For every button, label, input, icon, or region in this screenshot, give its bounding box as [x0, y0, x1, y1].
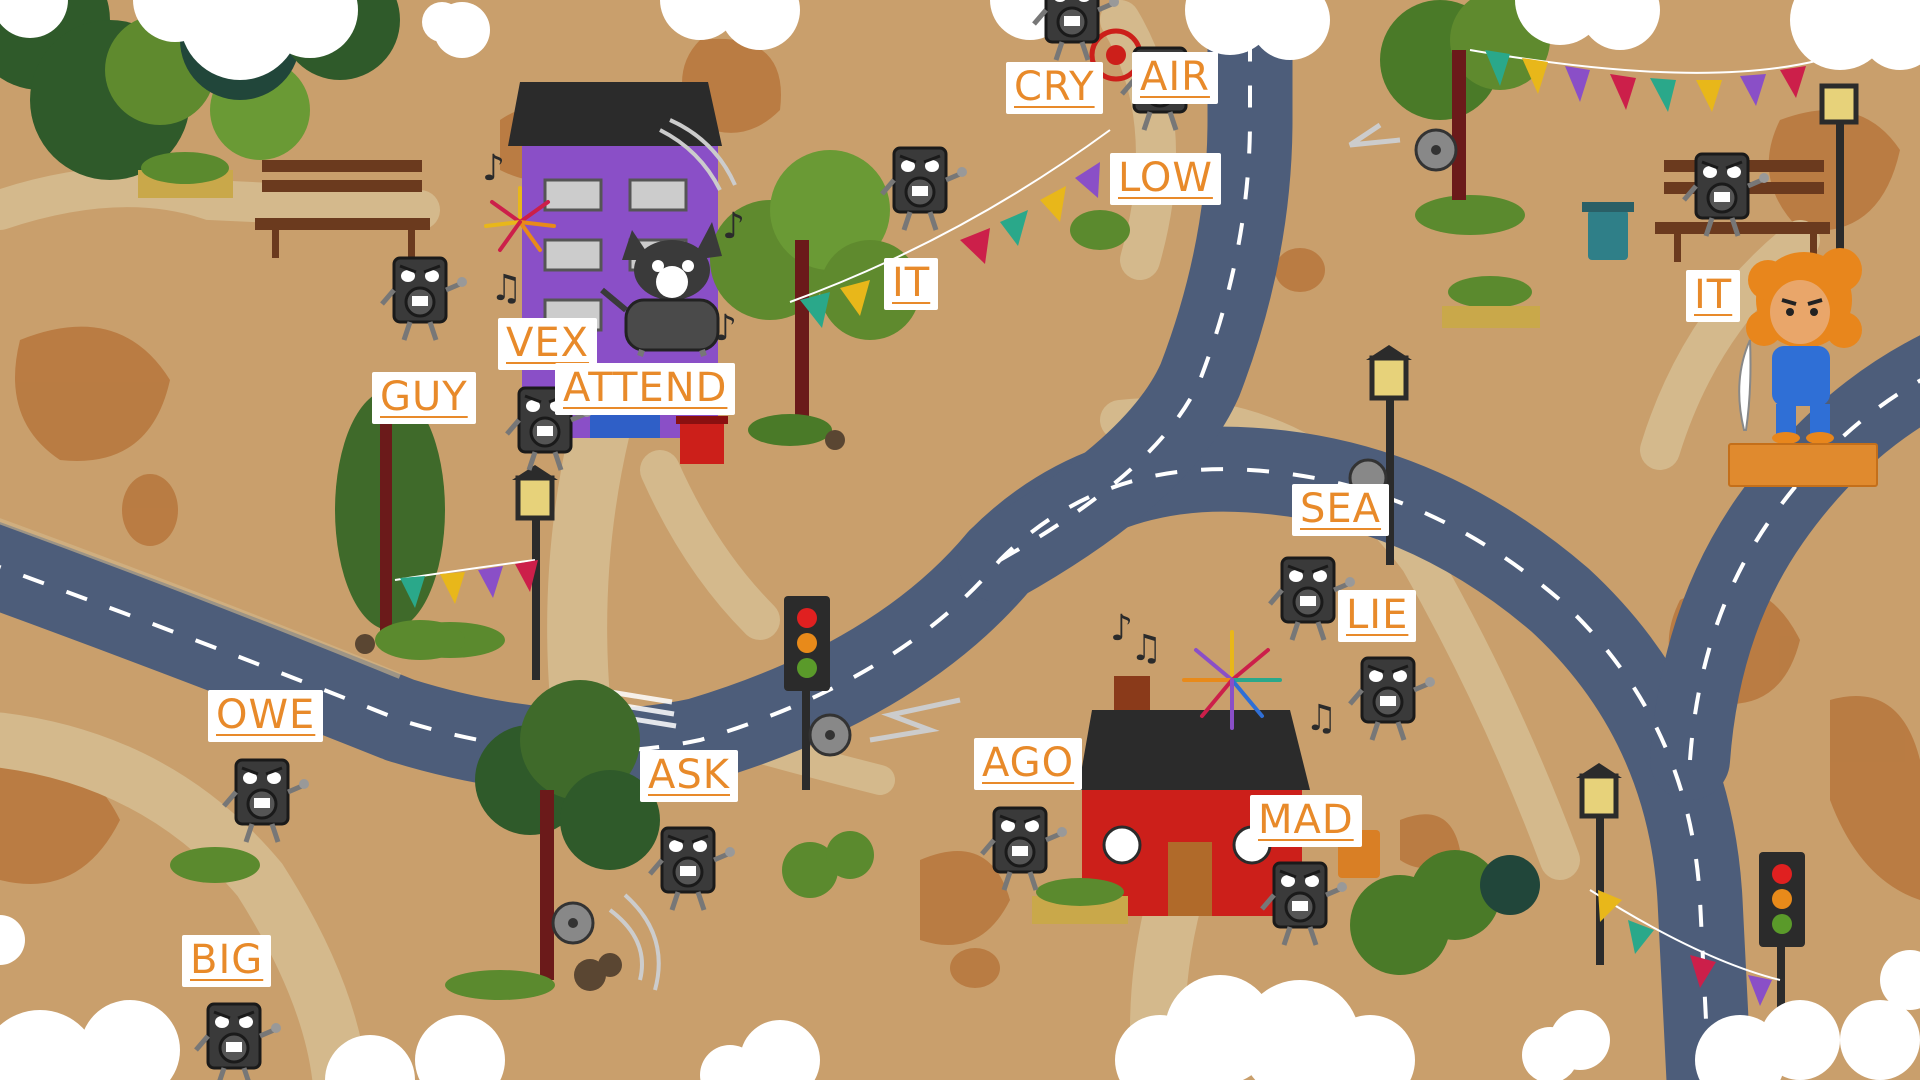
svg-text:♪: ♪: [722, 206, 745, 247]
svg-text:♫: ♫: [1305, 698, 1337, 739]
svg-text:♪: ♪: [482, 148, 505, 189]
word-sea[interactable]: SEA: [1292, 484, 1390, 536]
word-ago[interactable]: AGO: [974, 738, 1083, 790]
word-ask[interactable]: ASK: [640, 750, 738, 802]
word-cry[interactable]: CRY: [1006, 62, 1103, 114]
svg-text:♪: ♪: [714, 308, 737, 349]
word-mad[interactable]: MAD: [1250, 795, 1362, 847]
street-lamp-icon: [512, 465, 558, 680]
orange-haired-hero-icon: [1738, 248, 1862, 444]
speaker-robot-icon[interactable]: [1034, 0, 1119, 60]
speaker-robot-icon[interactable]: [650, 828, 735, 910]
word-it[interactable]: IT: [884, 258, 939, 310]
svg-text:♫: ♫: [490, 268, 522, 309]
svg-text:♪: ♪: [1110, 608, 1133, 649]
word-guy[interactable]: GUY: [372, 372, 476, 424]
speaker-robot-icon[interactable]: [1684, 154, 1769, 236]
speaker-robot-icon[interactable]: [224, 760, 309, 842]
word-big[interactable]: BIG: [182, 935, 272, 987]
word-attend[interactable]: ATTEND: [555, 363, 736, 415]
player-platform: [1728, 443, 1878, 487]
speaker-robot-icon[interactable]: [1262, 863, 1347, 945]
word-vex[interactable]: VEX: [498, 318, 598, 370]
speaker-robot-icon[interactable]: [1350, 658, 1435, 740]
chihuahua-robot-icon: [600, 222, 722, 357]
speaker-robot-icon[interactable]: [196, 1004, 281, 1080]
speaker-robot-icon[interactable]: [882, 148, 967, 230]
word-low[interactable]: LOW: [1110, 153, 1221, 205]
word-lie[interactable]: LIE: [1338, 590, 1417, 642]
svg-text:♫: ♫: [1130, 628, 1162, 669]
word-it[interactable]: IT: [1686, 270, 1741, 322]
word-owe[interactable]: OWE: [208, 690, 324, 742]
speaker-robot-icon[interactable]: [982, 808, 1067, 890]
word-air[interactable]: AIR: [1132, 52, 1218, 104]
traffic-light-icon: [784, 596, 830, 790]
speaker-robot-icon[interactable]: [382, 258, 467, 340]
